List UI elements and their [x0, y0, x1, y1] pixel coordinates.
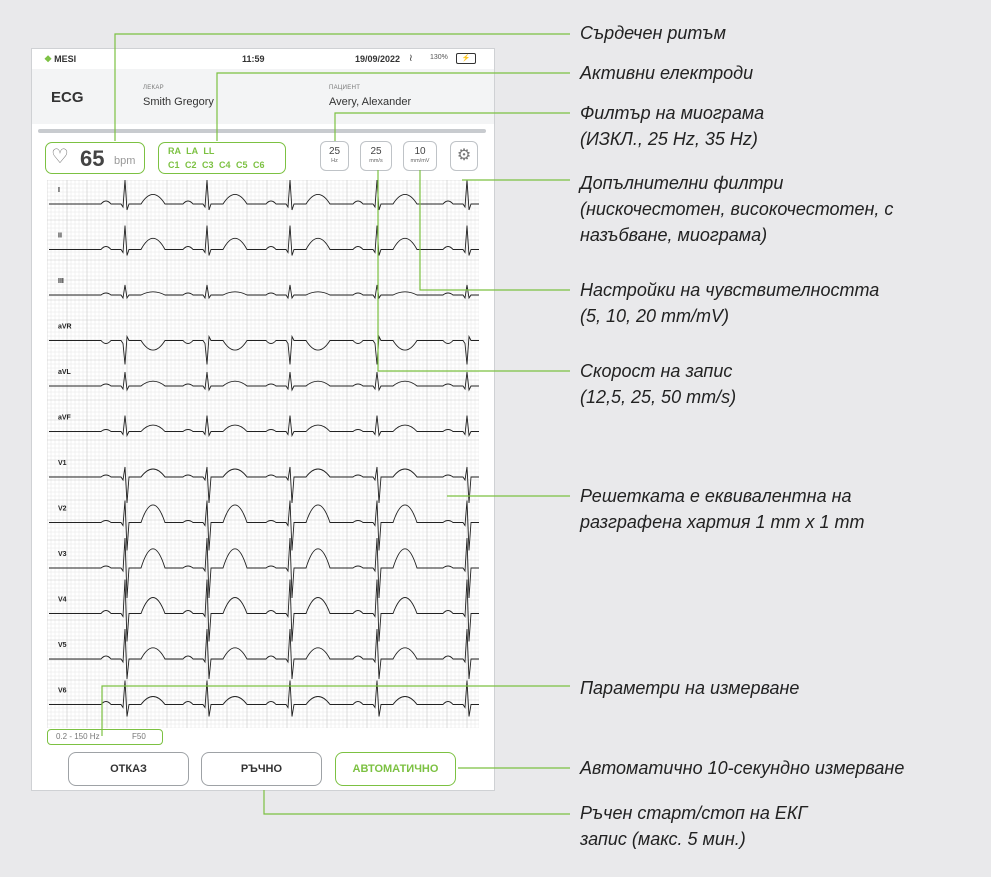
battery-level: 130% — [430, 54, 448, 61]
filter-settings-button[interactable]: ⚙ — [450, 141, 478, 171]
callout-line-sensitivity — [419, 170, 570, 291]
lead-label-avf: aVF — [58, 415, 72, 422]
ecg-trace-ii — [49, 225, 479, 256]
notch-filter: F50 — [132, 732, 146, 741]
lead-label-avr: aVR — [58, 324, 72, 331]
lead-label-v5: V5 — [58, 642, 67, 649]
grid-major-lines — [47, 180, 479, 728]
myogram-filter-unit: Hz — [331, 158, 338, 164]
sensitivity-button[interactable]: 10 mm/mV — [403, 141, 437, 171]
callout-active-electrodes: Активни електроди — [580, 63, 754, 83]
wifi-icon: ≀ — [409, 53, 413, 64]
speed-unit: mm/s — [369, 158, 383, 164]
heart-icon: ♡ — [51, 146, 69, 168]
doctor-label: ЛЕКАР — [143, 85, 164, 91]
ecg-trace-v1 — [49, 466, 479, 504]
sensitivity-value: 10 — [414, 146, 426, 157]
callout-grid: Решетката е еквивалентна на разграфена х… — [580, 486, 865, 532]
speed-button[interactable]: 25 mm/s — [360, 141, 392, 171]
heart-rate-unit: bpm — [114, 155, 136, 167]
leaf-icon: ❖ — [44, 54, 53, 64]
patient-label: ПАЦИЕНТ — [329, 85, 361, 91]
limb-electrodes: RA LA LL — [168, 146, 215, 156]
lead-label-v3: V3 — [58, 551, 67, 558]
ecg-trace-v3 — [49, 537, 479, 599]
manual-button[interactable]: РЪЧНО — [201, 752, 322, 786]
divider-bar — [38, 129, 486, 133]
callout-line-speed — [377, 170, 570, 372]
callout-manual-start: Ръчен старт/стоп на ЕКГ запис (макс. 5 м… — [580, 803, 808, 849]
speed-value: 25 — [370, 146, 382, 157]
grid-minor-lines — [47, 180, 479, 728]
filter-band: 0.2 - 150 Hz — [56, 732, 100, 741]
ecg-trace-v6 — [49, 680, 479, 717]
brand-logo: ❖MESI — [44, 54, 76, 65]
heart-rate-display: ♡ 65 bpm — [45, 142, 145, 174]
ecg-trace-avr — [49, 334, 479, 365]
auto-button[interactable]: АВТОМАТИЧНО — [335, 752, 456, 786]
ecg-trace-avl — [49, 371, 479, 392]
lead-label-v4: V4 — [58, 597, 67, 604]
heart-rate-value: 65 — [80, 146, 105, 171]
lead-label-avl: aVL — [58, 369, 72, 376]
callout-line-electrodes — [216, 72, 570, 141]
sensitivity-unit: mm/mV — [410, 158, 430, 164]
lead-label-v2: V2 — [58, 506, 67, 513]
callout-heart-rhythm: Сърдечен ритъм — [580, 23, 726, 43]
myogram-filter-value: 25 — [328, 146, 341, 157]
lead-label-v1: V1 — [58, 460, 67, 467]
active-electrodes: RA LA LL C1 C2 C3 C4 C5 C6 — [158, 142, 286, 174]
ecg-trace-v2 — [49, 500, 479, 551]
gear-icon: ⚙ — [456, 147, 472, 164]
clock: 11:59 — [242, 54, 265, 64]
callout-line-parameters — [101, 685, 570, 736]
callout-line-heart-rhythm — [114, 33, 570, 141]
lead-label-v6: V6 — [58, 688, 67, 695]
brand-name: MESI — [54, 54, 77, 64]
module-title: ECG — [51, 89, 84, 106]
callout-line-myogram — [334, 112, 570, 141]
patient-name: Avery, Alexander — [329, 96, 412, 108]
callout-myogram-filter: Филтър на миограма (ИЗКЛ., 25 Hz, 35 Hz) — [580, 103, 765, 149]
callout-line-manual — [263, 790, 570, 815]
callout-speed: Скорост на запис (12,5, 25, 50 mm/s) — [580, 361, 737, 407]
measurement-parameters: 0.2 - 150 Hz F50 — [47, 729, 163, 745]
lead-label-i: I — [58, 187, 60, 194]
ecg-trace-v5 — [49, 628, 479, 680]
ecg-trace-avf — [49, 415, 479, 438]
cancel-button[interactable]: ОТКАЗ — [68, 752, 189, 786]
battery-charging-icon: ⚡ — [456, 53, 476, 64]
lead-label-ii: II — [58, 233, 62, 240]
ecg-trace-i — [49, 180, 479, 211]
callout-auto-measure: Автоматично 10-секундно измерване — [580, 758, 905, 778]
ecg-trace-v4 — [49, 579, 479, 642]
tablet-screen: ❖MESI 11:59 19/09/2022 ≀ 130% ⚡ ECG ЛЕКА… — [31, 48, 495, 791]
callout-parameters: Параметри на измерване — [580, 678, 800, 698]
callout-sensitivity: Настройки на чувствителността (5, 10, 20… — [580, 280, 880, 326]
ecg-trace-iii — [49, 284, 479, 300]
myogram-filter-button[interactable]: 25 Hz — [320, 141, 349, 171]
date: 19/09/2022 — [355, 54, 401, 64]
chest-electrodes: C1 C2 C3 C4 C5 C6 — [168, 160, 265, 170]
callout-additional-filters: Допълнителни филтри (нискочестотен, висо… — [580, 173, 894, 245]
patient-header: ECG ЛЕКАР Smith Gregory ПАЦИЕНТ Avery, A… — [32, 69, 494, 124]
lead-label-iii: III — [58, 278, 64, 285]
doctor-name: Smith Gregory — [143, 96, 214, 108]
